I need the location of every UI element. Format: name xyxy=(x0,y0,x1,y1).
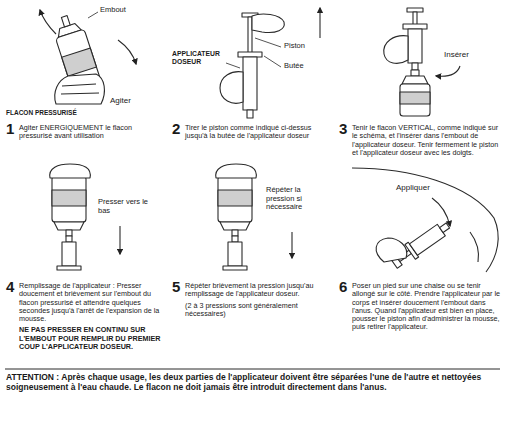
pressurized-can xyxy=(218,176,252,236)
part-label: Piston xyxy=(284,42,324,51)
step-text: (2 à 3 pressions sont généralement néces… xyxy=(185,302,332,319)
part-label: Butée xyxy=(284,62,324,71)
action-label: Appliquer xyxy=(396,183,446,192)
pressurized-can xyxy=(52,176,86,236)
step-caption: 5 Répéter brièvement la pression jusqu'au… xyxy=(172,282,332,318)
step-caption: 1 Agiter ENERGIQUEMENT le flacon pressuri… xyxy=(6,124,164,141)
step-number: 1 xyxy=(6,121,14,136)
action-label: Agiter xyxy=(110,96,150,105)
hand xyxy=(216,164,257,178)
step-caption: 3 Tenir le flacon VERTICAL, comme indiqué… xyxy=(339,124,501,157)
hand xyxy=(252,14,284,33)
dosing-applicator xyxy=(57,236,81,270)
step-number: 2 xyxy=(172,121,180,136)
dosing-applicator xyxy=(223,236,247,270)
hand xyxy=(376,238,407,262)
step-text: Remplissage de l'applicateur : Presser d… xyxy=(19,282,166,323)
action-label: Répéter la pression si nécessaire xyxy=(266,186,328,212)
step-number: 6 xyxy=(339,279,347,294)
pressurized-can xyxy=(400,70,430,116)
hand xyxy=(220,72,243,104)
separator-rule xyxy=(5,369,500,370)
step-text: Répéter brièvement la pression jusqu'au … xyxy=(185,282,332,299)
step-caption: 6 Poser un pied sur une chaise ou se teni… xyxy=(339,282,501,332)
hand xyxy=(50,164,91,178)
step-caption: 2 Tirer le piston comme indiqué ci-dessus… xyxy=(172,124,332,141)
step-text: Tenir le flacon VERTICAL, comme indiqué … xyxy=(352,124,501,157)
step-text: Poser un pied sur une chaise ou se tenir… xyxy=(352,282,501,332)
step-number: 4 xyxy=(6,279,14,294)
hand xyxy=(55,74,105,104)
hand xyxy=(384,36,408,64)
step-number: 5 xyxy=(172,279,180,294)
part-label: APPLICATEUR DOSEUR xyxy=(172,50,227,66)
part-label: FLACON PRESSURISÉ xyxy=(6,109,106,116)
part-label: Embout xyxy=(100,6,140,15)
warning-note: ATTENTION : Après chaque usage, les deux… xyxy=(6,373,500,393)
body-outline xyxy=(352,168,498,272)
step-text: Agiter ENERGIQUEMENT le flacon pressuris… xyxy=(19,124,164,141)
step-caption: 4 Remplissage de l'applicateur : Presser … xyxy=(6,282,166,351)
action-label: Insérer xyxy=(444,50,489,59)
warning-note: NE PAS PRESSER EN CONTINU SUR L'EMBOUT P… xyxy=(19,326,166,351)
action-label: Presser vers le bas xyxy=(98,198,150,215)
step-number: 3 xyxy=(339,121,347,136)
step-text: Tirer le piston comme indiqué ci-dessus … xyxy=(185,124,332,141)
